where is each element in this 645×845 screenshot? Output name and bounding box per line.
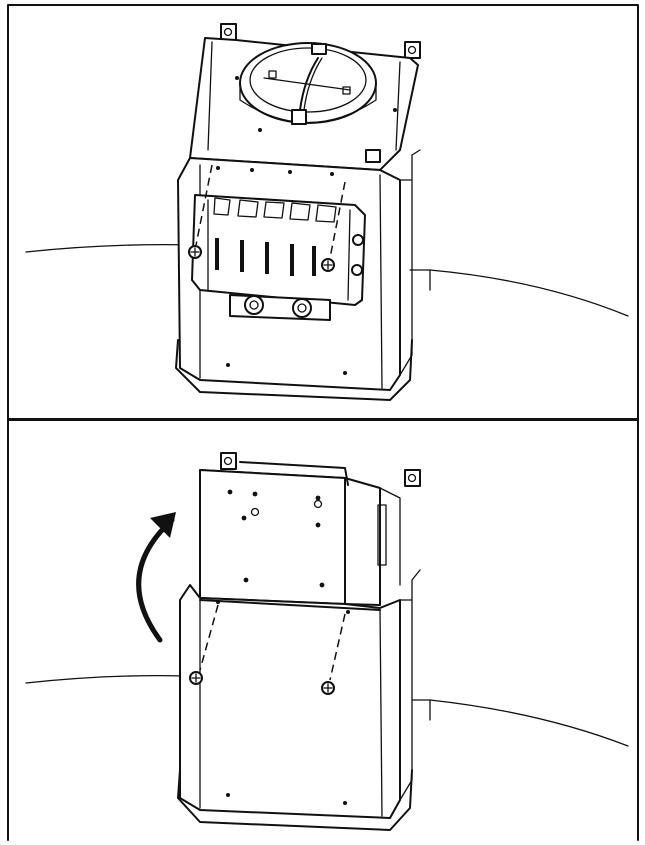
- ceiling-curve-left: [25, 243, 196, 253]
- ceiling-curve-left-2: [25, 674, 186, 684]
- rotate-arrow-head-icon: [150, 512, 176, 538]
- screw-right: [321, 181, 346, 272]
- panel-2: [7, 419, 639, 841]
- base-flange-2: [177, 769, 413, 831]
- filter-module: [191, 194, 366, 306]
- motor-plate: [229, 294, 331, 321]
- base-flange: [175, 339, 413, 401]
- mounting-ear-right: [404, 41, 421, 59]
- screw-left: [188, 164, 213, 259]
- panel-2-frame: [7, 419, 639, 841]
- panel-1: [7, 4, 639, 420]
- mounting-ear-left-2: [220, 452, 237, 470]
- mounting-ear-right-2: [404, 469, 421, 487]
- ceiling-curve-right-2: [429, 699, 629, 747]
- mounting-ear-left: [220, 23, 237, 41]
- screw-right-2: [321, 613, 346, 695]
- screw-left-2: [189, 604, 219, 685]
- lower-body: [179, 584, 401, 819]
- rotate-arrow-icon: [136, 517, 175, 643]
- junction-box: [365, 149, 381, 163]
- duct-collar: [239, 42, 377, 125]
- ceiling-curve-right: [429, 269, 629, 317]
